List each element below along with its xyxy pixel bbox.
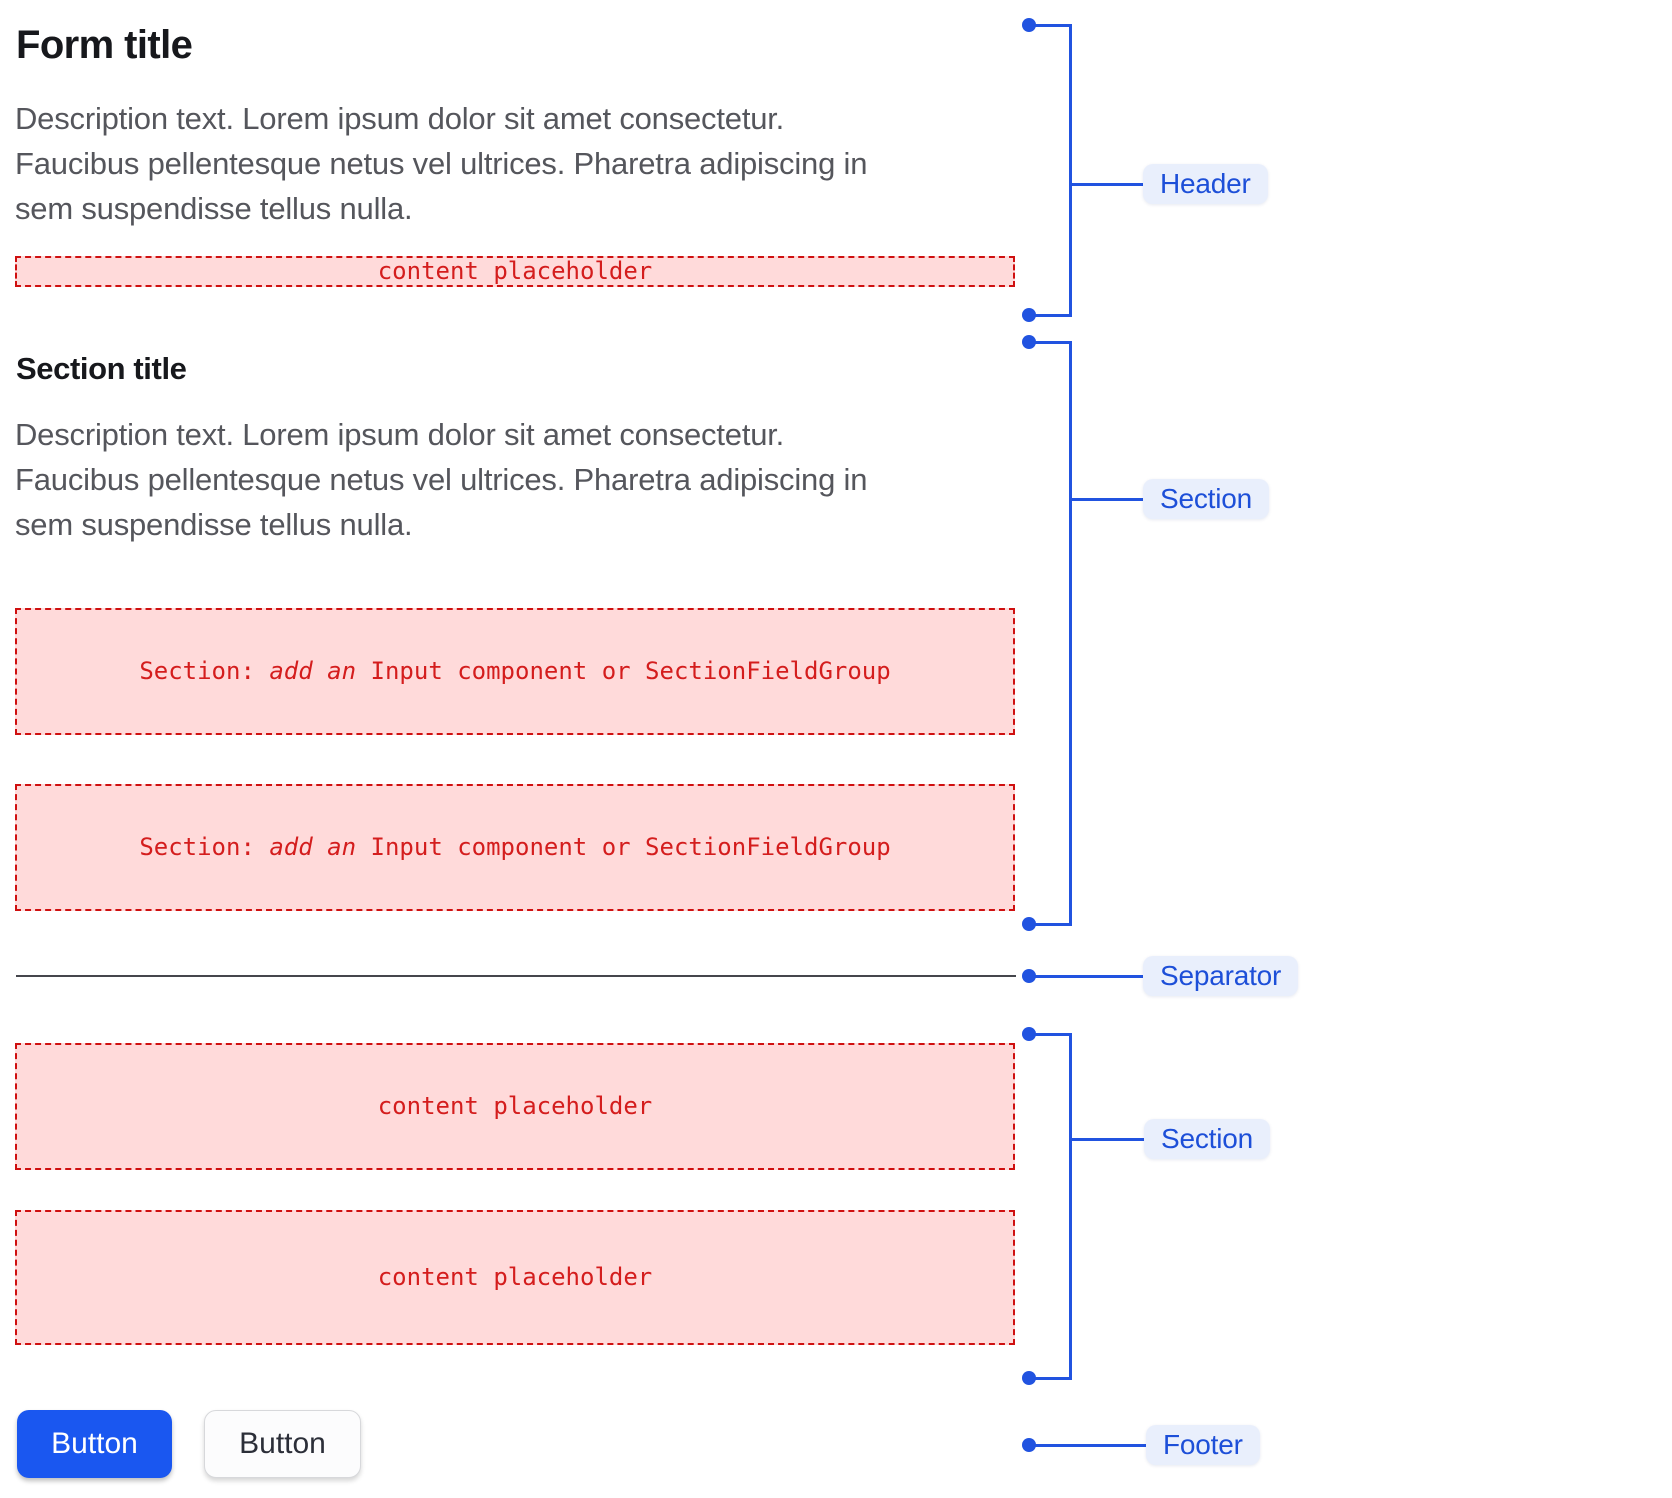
footer-label: Footer — [1146, 1425, 1260, 1465]
bracket-endpoint-dot — [1022, 917, 1036, 931]
header-bracket-line — [1068, 25, 1072, 315]
section-input-placeholder-2: Section: add an Input component or Secti… — [15, 784, 1015, 911]
section1-bracket-bottom-line — [1029, 922, 1072, 926]
placeholder-text-prefix: Section: — [139, 833, 270, 861]
form-description: Description text. Lorem ipsum dolor sit … — [15, 96, 867, 231]
placeholder-text-suffix: Input component or SectionFieldGroup — [370, 833, 891, 861]
section1-bracket-top-line — [1029, 340, 1072, 344]
section2-bracket-bottom-line — [1029, 1376, 1072, 1380]
placeholder-text: content placeholder — [377, 1263, 653, 1291]
separator-line — [16, 975, 1016, 977]
header-label: Header — [1143, 164, 1268, 204]
section1-bracket-line — [1068, 342, 1072, 924]
section-description: Description text. Lorem ipsum dolor sit … — [15, 412, 867, 547]
description-line: sem suspendisse tellus nulla. — [15, 507, 413, 542]
placeholder-text-suffix: Input component or SectionFieldGroup — [370, 657, 891, 685]
section-label-2: Section — [1144, 1119, 1270, 1159]
section-label-1: Section — [1143, 479, 1269, 519]
section1-label-connector — [1071, 497, 1143, 501]
description-line: Description text. Lorem ipsum dolor sit … — [15, 417, 785, 452]
description-line: Faucibus pellentesque netus vel ultrices… — [15, 146, 868, 181]
header-bracket-bottom-line — [1029, 313, 1072, 317]
placeholder-text: content placeholder — [377, 257, 653, 285]
description-line: Faucibus pellentesque netus vel ultrices… — [15, 462, 868, 497]
section2-bracket-line — [1068, 1034, 1072, 1378]
section2-bracket-top-line — [1029, 1032, 1072, 1036]
form-title: Form title — [16, 23, 193, 67]
separator-label: Separator — [1143, 956, 1299, 996]
secondary-button[interactable]: Button — [204, 1410, 361, 1478]
header-label-connector — [1071, 182, 1143, 186]
content-placeholder-2: content placeholder — [15, 1210, 1015, 1345]
placeholder-text: Section: add an Input component or Secti… — [139, 834, 890, 861]
primary-button[interactable]: Button — [17, 1410, 172, 1478]
section-input-placeholder-1: Section: add an Input component or Secti… — [15, 608, 1015, 735]
content-placeholder-1: content placeholder — [15, 1043, 1015, 1170]
placeholder-text-emphasis: add an — [269, 833, 371, 861]
section2-label-connector — [1071, 1137, 1144, 1141]
placeholder-text-emphasis: add an — [269, 657, 371, 685]
bracket-endpoint-dot — [1022, 1371, 1036, 1385]
footer-label-connector — [1029, 1443, 1146, 1447]
bracket-endpoint-dot — [1022, 308, 1036, 322]
header-bracket-top-line — [1029, 23, 1072, 27]
placeholder-text-prefix: Section: — [139, 657, 270, 685]
placeholder-text: Section: add an Input component or Secti… — [139, 658, 890, 685]
separator-label-connector — [1029, 974, 1143, 978]
description-line: sem suspendisse tellus nulla. — [15, 191, 413, 226]
header-content-placeholder: content placeholder — [15, 256, 1015, 287]
section-title: Section title — [16, 351, 187, 386]
description-line: Description text. Lorem ipsum dolor sit … — [15, 101, 785, 136]
placeholder-text: content placeholder — [377, 1092, 653, 1120]
